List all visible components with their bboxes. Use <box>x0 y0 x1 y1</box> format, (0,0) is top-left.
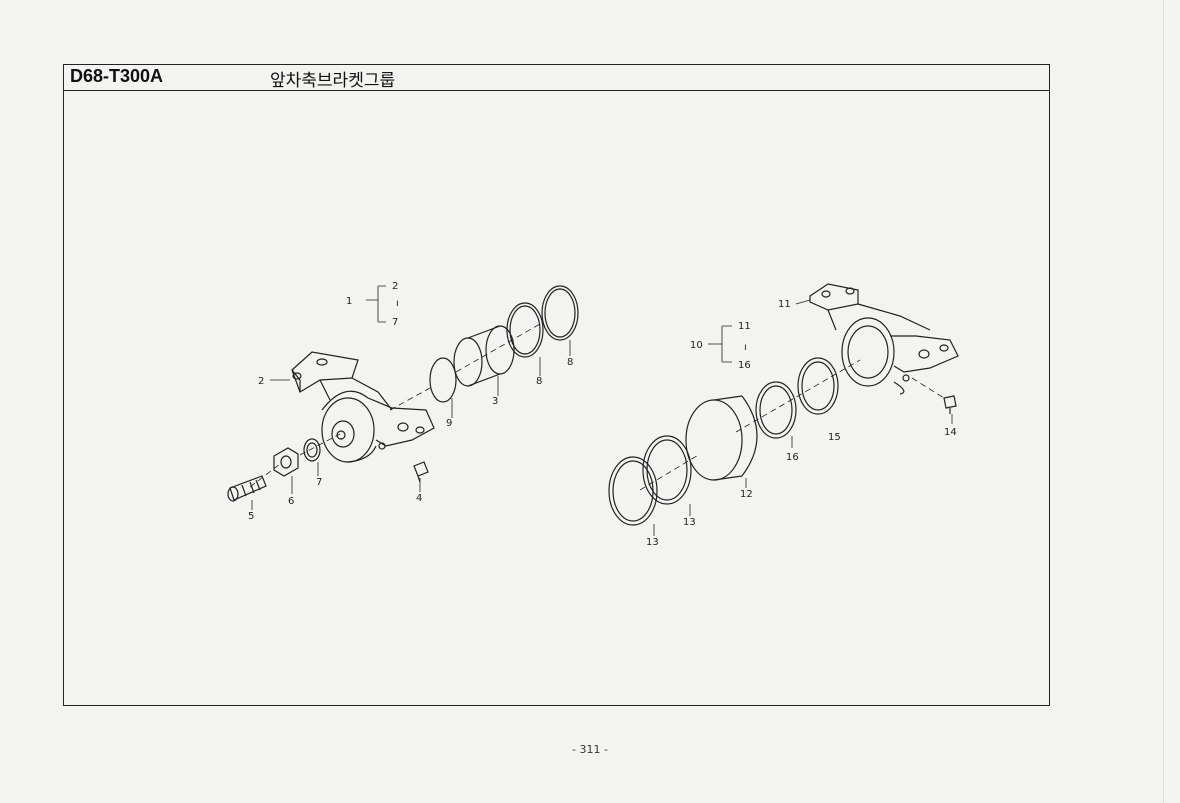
callout-8b: 8 <box>567 357 573 368</box>
right-center-line <box>639 359 945 491</box>
part-group-title: 앞차축브라켓그룹 <box>270 71 396 91</box>
callout-7-range-end: 7 <box>392 317 398 328</box>
callout-12: 12 <box>740 489 753 500</box>
callout-16-range-end: 16 <box>738 360 751 371</box>
left-leader-lines <box>251 285 571 510</box>
callout-4: 4 <box>416 493 422 504</box>
bushing-left <box>453 325 515 387</box>
right-leader-lines <box>653 299 953 536</box>
o-rings-left <box>506 285 579 358</box>
callout-14: 14 <box>944 427 957 438</box>
callout-3: 3 <box>492 396 498 407</box>
ring-15 <box>797 357 839 415</box>
callout-range-separator: ı <box>396 298 399 309</box>
scan-edge <box>1163 0 1165 803</box>
callout-2: 2 <box>258 376 264 387</box>
grease-nipple-right <box>943 395 957 414</box>
ring-16 <box>755 381 797 439</box>
left-bracket <box>291 351 435 463</box>
seal-left <box>429 357 457 403</box>
callout-6: 6 <box>288 496 294 507</box>
grease-nipple-left <box>413 461 429 483</box>
callout-11: 11 <box>778 299 791 310</box>
callout-16: 16 <box>786 452 799 463</box>
callout-13a: 13 <box>683 517 696 528</box>
right-bracket <box>809 283 959 395</box>
bushing-right <box>685 395 758 481</box>
rings-13 <box>608 435 692 526</box>
bolt <box>227 475 267 502</box>
callout-9: 9 <box>446 418 452 429</box>
callout-15: 15 <box>828 432 841 443</box>
parts-frame: D68-T300A 앞차축브라켓그룹 <box>63 64 1050 706</box>
left-center-line <box>249 323 541 488</box>
callout-2-range-start: 2 <box>392 281 398 292</box>
callout-7: 7 <box>316 477 322 488</box>
callout-11-range-start: 11 <box>738 321 751 332</box>
callout-10: 10 <box>690 340 703 351</box>
page-number: - 311 - <box>572 743 608 756</box>
part-group-code: D68-T300A <box>70 66 164 86</box>
nut <box>273 447 299 477</box>
callout-8a: 8 <box>536 376 542 387</box>
callout-range-separator-2: ı <box>744 342 747 353</box>
washer-left <box>303 438 321 462</box>
callout-5: 5 <box>248 511 254 522</box>
callout-1: 1 <box>346 296 352 307</box>
callout-13b: 13 <box>646 537 659 548</box>
header-bar: D68-T300A 앞차축브라켓그룹 <box>64 65 1049 91</box>
